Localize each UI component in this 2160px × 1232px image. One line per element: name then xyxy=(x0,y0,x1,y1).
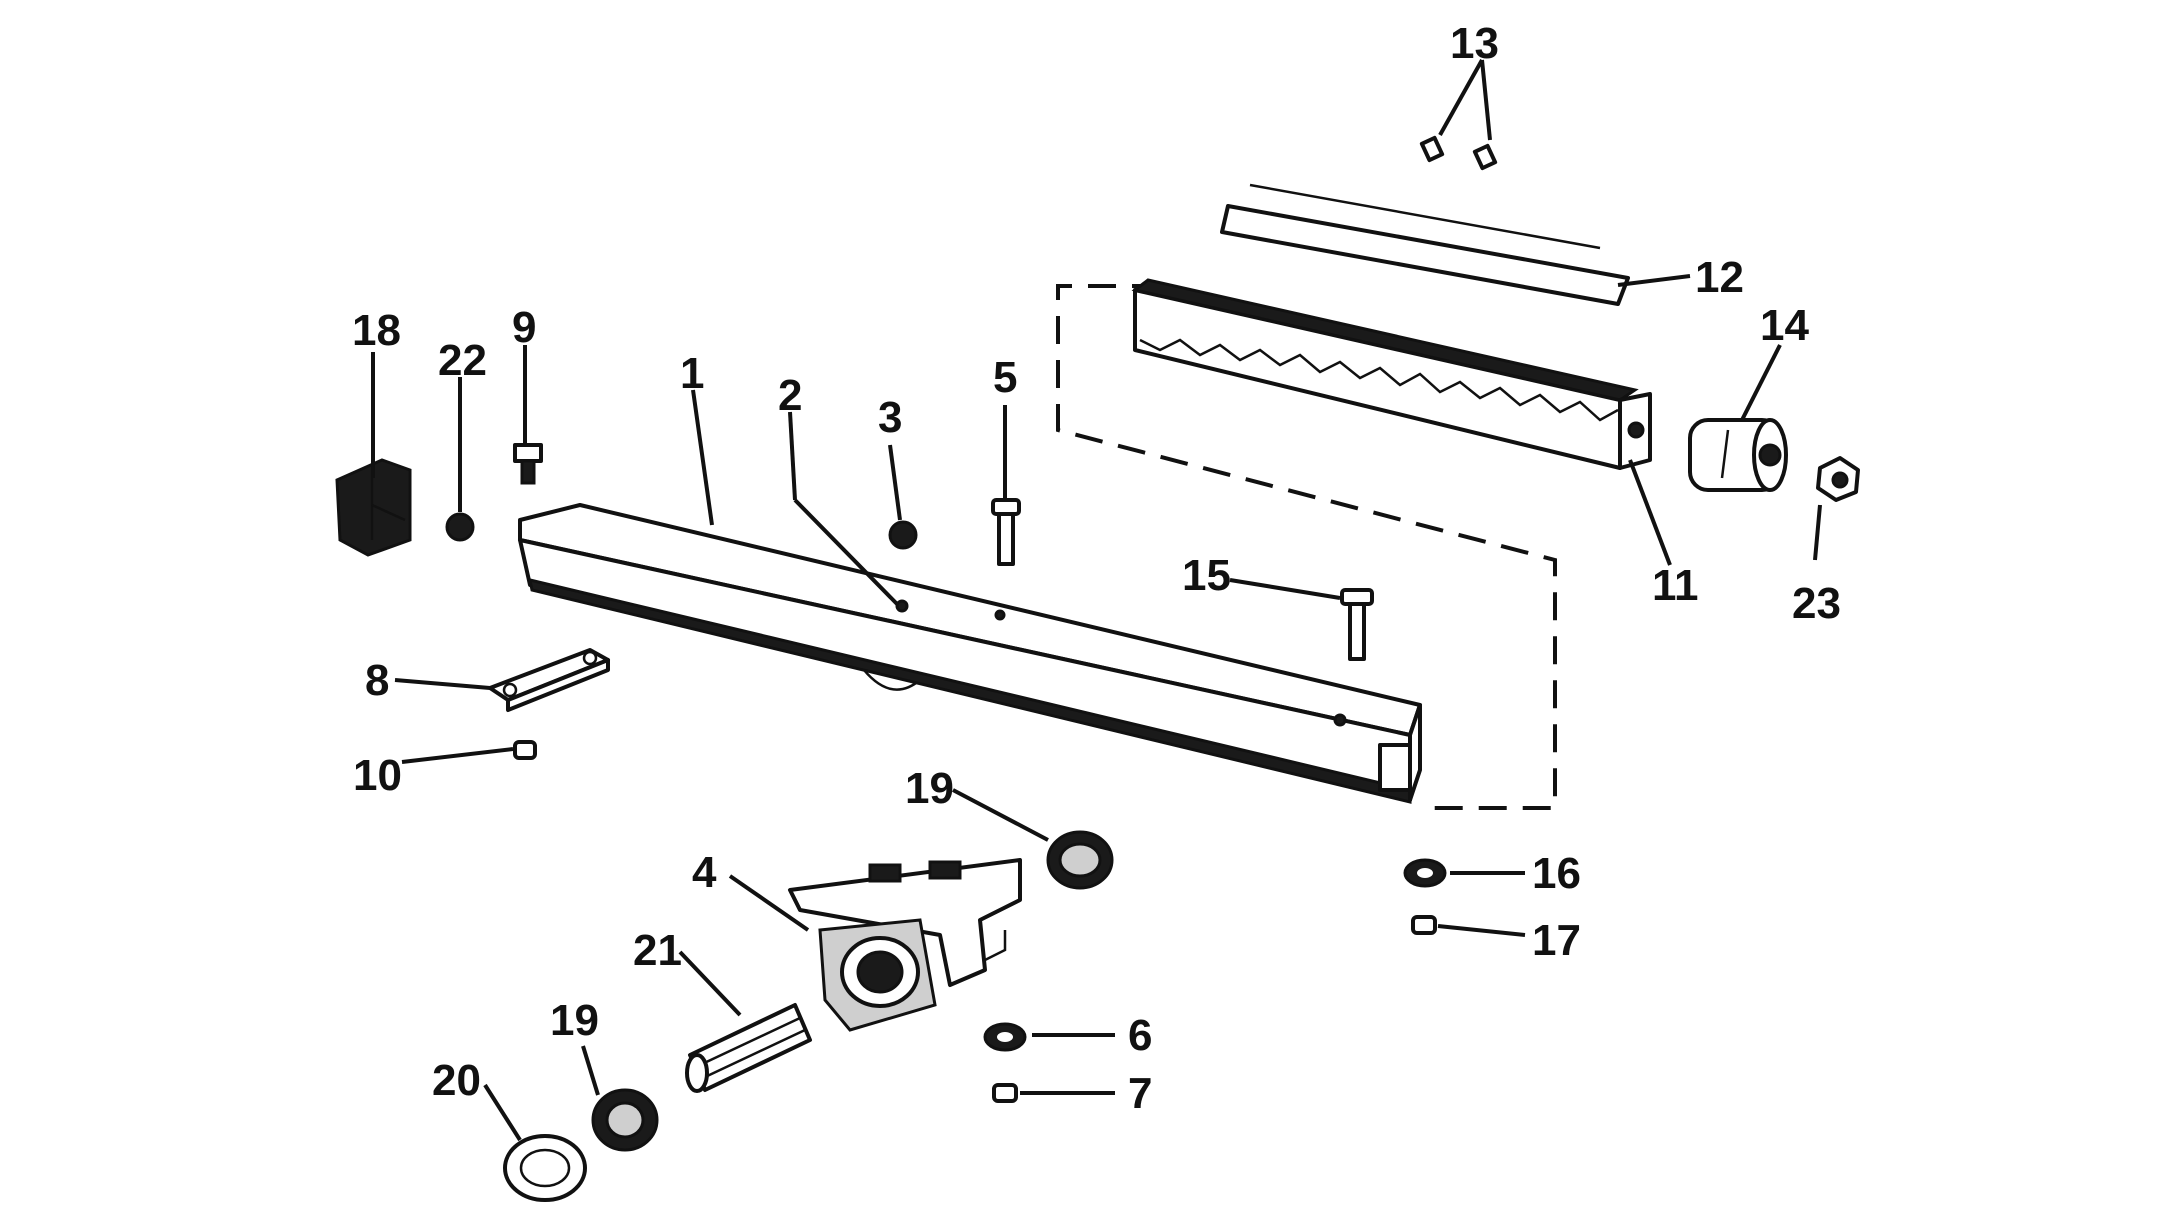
part-21-splined-shaft xyxy=(685,1003,812,1093)
callout-12: 12 xyxy=(1695,253,1744,302)
callout-10: 10 xyxy=(353,751,402,800)
leader-lines xyxy=(371,59,1822,1142)
callout-21: 21 xyxy=(633,926,682,975)
part-19-bushing-lower xyxy=(591,1088,659,1152)
callout-7: 7 xyxy=(1128,1069,1152,1118)
part-18-end-cap xyxy=(335,458,412,557)
callout-8: 8 xyxy=(365,656,389,705)
callout-17: 17 xyxy=(1532,916,1581,965)
part-7-nut xyxy=(992,1083,1018,1103)
callout-20: 20 xyxy=(432,1056,481,1105)
callout-18: 18 xyxy=(352,306,401,355)
part-23-nut xyxy=(1816,456,1860,502)
callout-1: 1 xyxy=(680,349,704,398)
callout-15: 15 xyxy=(1182,551,1231,600)
part-6-washer xyxy=(983,1022,1027,1052)
part-4-carriage xyxy=(788,858,1022,1032)
callout-4: 4 xyxy=(692,848,717,897)
part-16-washer xyxy=(1403,858,1447,888)
callout-3: 3 xyxy=(878,393,902,442)
part-1-arm-beam xyxy=(518,503,1422,804)
part-17-nut xyxy=(1411,915,1437,935)
callout-9: 9 xyxy=(512,303,536,352)
callout-14: 14 xyxy=(1760,301,1809,350)
part-3-plug xyxy=(888,520,918,550)
callout-13: 13 xyxy=(1450,19,1499,68)
callout-6: 6 xyxy=(1128,1011,1152,1060)
part-15-bolt xyxy=(1340,588,1374,661)
part-11-rack xyxy=(1131,278,1652,470)
callout-2: 2 xyxy=(778,371,802,420)
callout-23: 23 xyxy=(1792,579,1841,628)
callout-labels: 13 12 14 11 23 18 22 9 1 2 3 5 15 8 10 1… xyxy=(352,19,1841,1118)
part-10-nut xyxy=(513,740,537,760)
part-13-set-screws xyxy=(1419,135,1498,171)
callout-22: 22 xyxy=(438,336,487,385)
part-14-knob xyxy=(1688,418,1788,492)
callout-16: 16 xyxy=(1532,849,1581,898)
callout-19-upper: 19 xyxy=(905,764,954,813)
part-19-bushing-upper xyxy=(1046,830,1114,890)
callout-5: 5 xyxy=(993,353,1017,402)
part-20-washer xyxy=(503,1134,587,1202)
part-8-bracket xyxy=(488,648,610,712)
part-5-bolt xyxy=(991,498,1021,566)
assembly-dashed-outline xyxy=(1056,284,1557,810)
part-9-screw xyxy=(513,443,543,485)
part-22-plug xyxy=(445,512,475,542)
callout-19-lower: 19 xyxy=(550,996,599,1045)
part-12-rod xyxy=(1220,183,1630,306)
callout-11: 11 xyxy=(1652,561,1699,610)
